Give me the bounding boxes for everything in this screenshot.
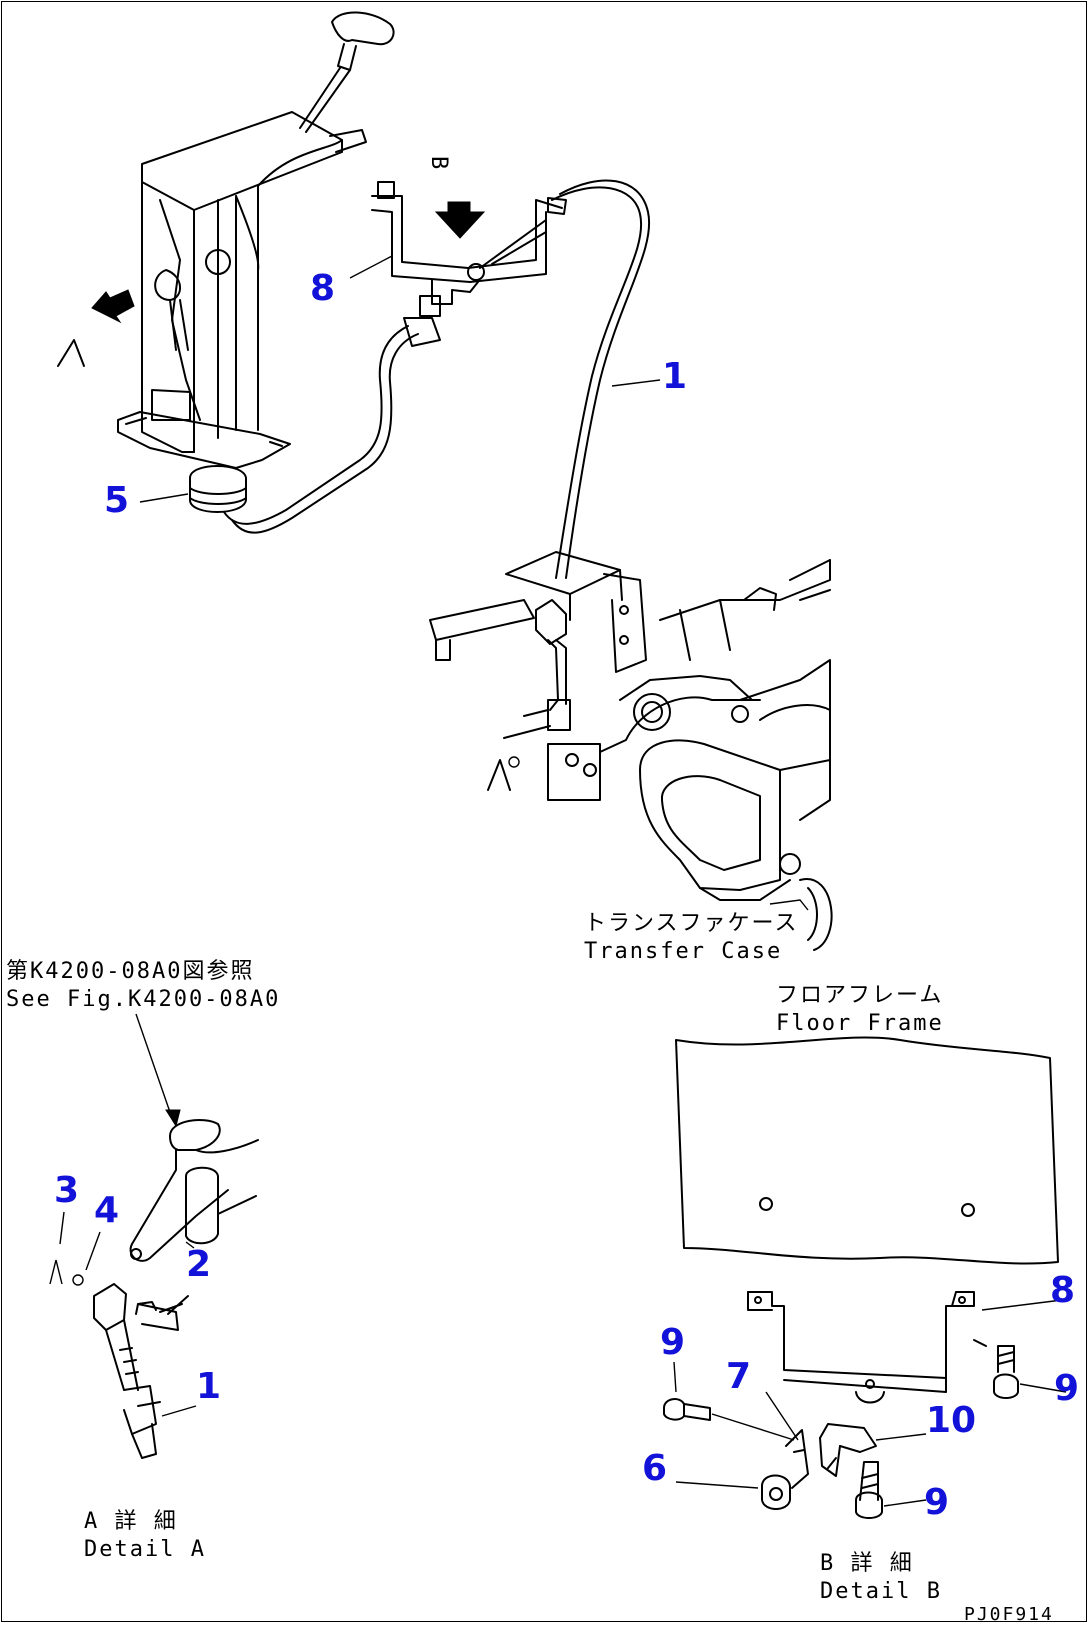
leader-detail-b-6: [675, 1481, 759, 1489]
leader-transfer-case: [769, 899, 809, 911]
callout-detail-b-9-bottom: 9: [924, 1482, 949, 1523]
leader-detail-b-9-right: [1019, 1383, 1067, 1393]
see-fig-leader: [135, 1013, 173, 1119]
leader-detail-b-9-bottom: [883, 1499, 927, 1507]
callout-detail-a-1: 1: [196, 1366, 221, 1407]
callout-detail-b-7: 7: [726, 1356, 751, 1397]
bracket-part-8-main: [371, 181, 567, 317]
boot-part-5: [189, 465, 247, 513]
floor-frame: [675, 1036, 1059, 1265]
callout-detail-b-6: 6: [642, 1448, 667, 1489]
leader-detail-b-9-left: [673, 1361, 677, 1393]
leader-detail-b-8: [981, 1299, 1063, 1311]
callout-main-5: 5: [104, 480, 129, 521]
detail-b-bolt-left: [663, 1398, 711, 1421]
view-a-marker-transfer: [487, 759, 511, 791]
view-a-marker-main: [57, 339, 85, 367]
see-fig-arrowhead: [165, 1109, 181, 1128]
transfer-case: [429, 551, 833, 951]
floor-frame-en: Floor Frame: [776, 1011, 944, 1036]
leader-main-5: [139, 493, 189, 503]
detail-b-clamp-part-6: [761, 1429, 809, 1510]
callout-detail-b-8: 8: [1050, 1270, 1075, 1311]
floor-frame-jp: フロアフレーム: [776, 983, 943, 1008]
detail-a-washer: [72, 1274, 84, 1286]
leader-detail-a-3: [59, 1211, 65, 1245]
leader-detail-a-2: [185, 1241, 195, 1249]
leader-detail-a-4: [85, 1231, 101, 1271]
callout-main-8: 8: [310, 268, 335, 309]
detail-a-lever-part-2: [129, 1119, 259, 1262]
lever-housing: [117, 111, 367, 469]
view-b-marker: B: [426, 156, 451, 171]
drawing-code: PJ0F914: [964, 1604, 1054, 1625]
callout-detail-a-2: 2: [186, 1244, 211, 1285]
detail-b-bolt-bottom: [855, 1461, 883, 1519]
detail-a-pin: [135, 1295, 189, 1331]
callout-detail-b-9-right: 9: [1054, 1368, 1079, 1409]
callout-main-1: 1: [662, 356, 687, 397]
callout-detail-a-3: 3: [54, 1170, 79, 1211]
callout-detail-a-4: 4: [94, 1190, 119, 1231]
callout-detail-b-10: 10: [926, 1400, 976, 1441]
see-fig-jp: 第K4200-08A0図参照: [6, 959, 254, 984]
detail-b-en: Detail B: [820, 1579, 942, 1604]
detail-b-jp: B 詳 細: [820, 1551, 914, 1576]
leader-detail-b-bolt-to-bracket: [711, 1413, 795, 1441]
view-a-marker-circle: [508, 756, 520, 768]
view-b-arrow: [434, 201, 486, 239]
leader-main-8: [349, 255, 393, 279]
leader-detail-b-7: [765, 1391, 799, 1441]
leader-detail-b-10: [875, 1433, 927, 1441]
transfer-case-jp: トランスファケース: [584, 911, 798, 936]
detail-a-jp: A 詳 細: [84, 1509, 178, 1534]
detail-a-cotter: [49, 1259, 63, 1285]
transfer-case-en: Transfer Case: [584, 939, 782, 964]
cable-part-1: [223, 179, 651, 579]
detail-a-en: Detail A: [84, 1537, 206, 1562]
detail-b-small-bracket-part-10: [819, 1423, 877, 1477]
detail-b-bolt-right: [993, 1345, 1019, 1399]
leader-detail-a-1: [161, 1405, 197, 1417]
detail-a-cable-end: [93, 1283, 161, 1459]
detail-b-bracket-part-8: [747, 1291, 987, 1404]
lever-knob: [299, 11, 395, 133]
see-fig-en: See Fig.K4200-08A0: [6, 987, 280, 1012]
leader-main-1: [611, 379, 661, 387]
callout-detail-b-9-left: 9: [660, 1322, 685, 1363]
view-a-arrow: [91, 289, 135, 324]
